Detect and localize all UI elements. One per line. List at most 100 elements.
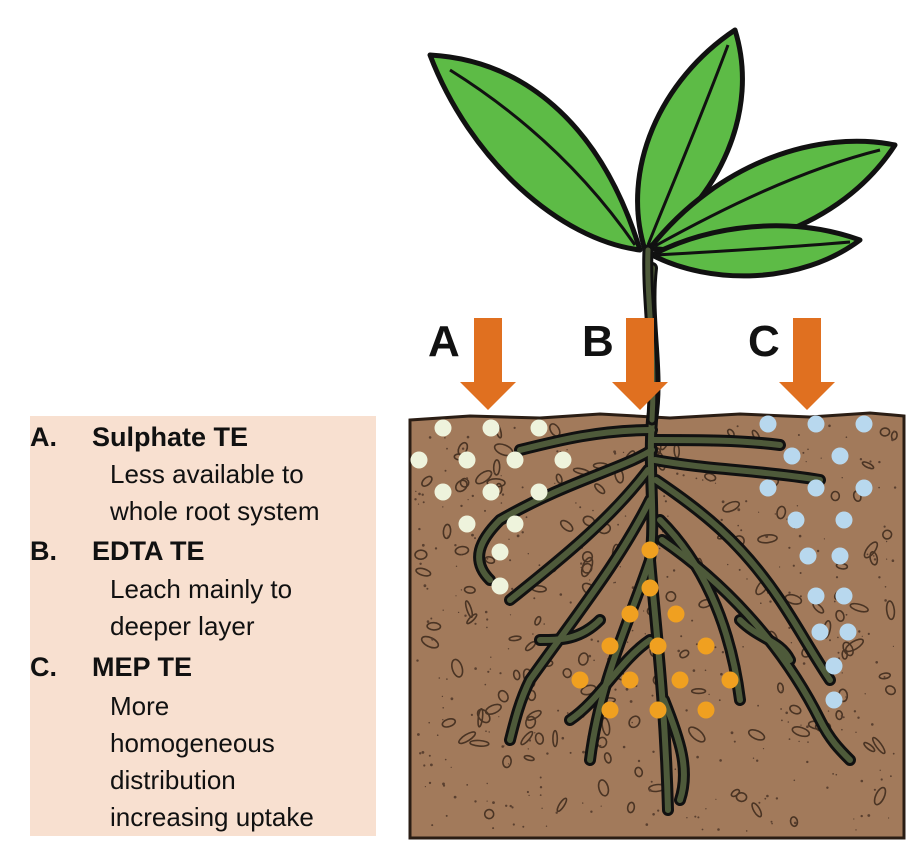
soil-speck xyxy=(788,546,791,549)
soil-speck xyxy=(853,818,855,820)
soil-speck xyxy=(737,524,739,527)
soil-speck xyxy=(486,558,489,560)
soil-speck xyxy=(521,486,524,489)
soil-speck xyxy=(592,509,594,512)
soil-speck xyxy=(742,646,744,648)
soil-speck xyxy=(423,764,426,767)
soil-pebble xyxy=(523,754,535,762)
soil-speck xyxy=(461,447,465,450)
sulphate-te-particles xyxy=(410,419,572,595)
soil-pebble xyxy=(426,621,442,631)
mep-te-dot xyxy=(799,547,817,565)
sulphate-te-dot xyxy=(491,577,509,595)
soil-pebble xyxy=(849,602,869,613)
soil-speck xyxy=(860,814,863,818)
soil-speck xyxy=(484,610,488,614)
soil-speck xyxy=(691,619,694,622)
soil-speck xyxy=(442,782,445,786)
soil-pebble xyxy=(559,519,574,533)
soil-pebble xyxy=(722,500,741,513)
soil-speck xyxy=(505,804,508,807)
soil-speck xyxy=(780,708,782,710)
soil-pebble xyxy=(863,741,876,753)
soil-speck xyxy=(676,472,679,475)
leaf-left xyxy=(427,52,643,253)
soil-speck xyxy=(645,823,649,826)
soil-speck xyxy=(631,721,633,724)
soil-speck xyxy=(666,575,669,578)
soil-speck xyxy=(474,622,477,625)
soil-speck xyxy=(430,617,433,620)
edta-te-dot xyxy=(601,701,619,719)
sulphate-te-dot xyxy=(434,419,452,437)
sulphate-te-dot xyxy=(434,483,452,501)
soil-speck xyxy=(464,614,467,617)
soil-pebble xyxy=(458,731,477,745)
soil-pebble xyxy=(690,687,707,695)
soil-pebble xyxy=(520,730,534,746)
soil-speck xyxy=(509,614,512,616)
soil-speck xyxy=(802,451,805,454)
soil-pebble xyxy=(863,541,879,559)
soil-pebble xyxy=(484,703,502,715)
soil-speck xyxy=(599,744,602,747)
soil-speck xyxy=(871,723,874,726)
soil-speck xyxy=(798,534,802,538)
soil-speck xyxy=(455,565,458,567)
soil-pebble xyxy=(556,797,568,813)
soil-speck xyxy=(442,707,445,709)
soil-speck xyxy=(423,584,427,588)
edta-te-dot xyxy=(601,637,619,655)
soil-speck xyxy=(415,490,417,493)
soil-speck xyxy=(613,582,615,584)
soil-speck xyxy=(416,659,419,662)
sulphate-te-dot xyxy=(554,451,572,469)
soil-speck xyxy=(758,801,761,804)
soil-speck xyxy=(485,730,487,732)
soil-speck xyxy=(417,503,420,505)
soil-speck xyxy=(790,642,793,644)
soil-speck xyxy=(441,695,444,698)
soil-pebble xyxy=(747,729,766,741)
soil-speck xyxy=(692,669,696,672)
sulphate-te-dot xyxy=(491,543,509,561)
soil-speck xyxy=(431,824,434,827)
mep-te-dot xyxy=(825,691,843,709)
soil-pebble xyxy=(634,766,644,778)
soil-speck xyxy=(746,578,748,580)
soil-speck xyxy=(672,569,676,572)
root-system xyxy=(473,262,856,816)
soil-speck xyxy=(600,805,602,807)
soil-speck xyxy=(745,500,748,503)
soil-speck xyxy=(454,544,457,547)
soil-speck xyxy=(580,566,582,569)
soil-speck xyxy=(799,595,802,598)
mep-te-dot xyxy=(855,415,873,433)
soil-speck xyxy=(428,754,431,757)
soil-speck xyxy=(886,558,888,560)
soil-speck xyxy=(428,781,432,785)
soil-speck xyxy=(883,525,886,528)
edta-te-dot xyxy=(641,541,659,559)
soil-speck xyxy=(474,537,476,540)
soil-pebble xyxy=(757,533,778,544)
soil-pebble xyxy=(454,479,468,493)
soil-speck xyxy=(875,661,878,664)
mep-te-particles xyxy=(759,415,873,709)
soil-pebble xyxy=(626,801,636,814)
soil-speck xyxy=(823,538,826,540)
soil-speck xyxy=(714,482,717,484)
soil-speck xyxy=(885,540,888,543)
mep-te-dot xyxy=(759,479,777,497)
soil-pebble xyxy=(601,717,611,736)
soil-speck xyxy=(569,751,572,754)
soil-speck xyxy=(619,566,621,568)
soil-speck xyxy=(840,714,843,718)
soil-speck xyxy=(539,794,542,796)
soil-pebble xyxy=(526,709,542,721)
soil-speck xyxy=(715,798,717,800)
mep-te-dot xyxy=(811,623,829,641)
soil-speck xyxy=(417,733,420,736)
soil-speck xyxy=(797,434,800,436)
soil-speck xyxy=(597,640,600,643)
